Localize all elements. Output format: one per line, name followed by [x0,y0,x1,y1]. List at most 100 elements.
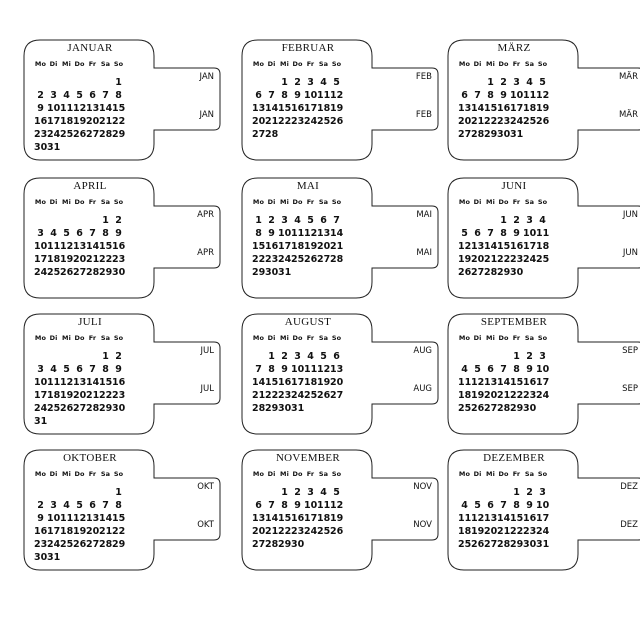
month-title: APRIL [73,180,107,192]
weekday-label: Fr [88,470,97,478]
day-cell: 30 [523,539,537,550]
tab-label-bottom: MAI [416,248,432,258]
day-cell: 9 [513,228,520,239]
weekday-label: Mi [62,334,71,342]
day-cell: 12 [60,241,74,252]
day-cell: 14 [99,513,113,524]
day-cell: 8 [102,228,109,239]
day-cell: 25 [60,129,74,140]
day-cell: 28 [86,267,100,278]
day-cell: 5 [63,228,70,239]
day-cell: 20 [252,116,266,127]
month-card-outline [23,313,221,435]
day-cell: 5 [76,500,83,511]
day-cell: 21 [86,390,100,401]
weekday-label: So [537,60,548,68]
day-cell: 27 [252,539,266,550]
day-cell: 14 [330,228,344,239]
day-cell: 1 [281,487,288,498]
day-cell: 30 [34,552,48,563]
day-cell: 21 [471,116,485,127]
day-cell: 14 [497,513,511,524]
month-card-outline [447,39,640,161]
day-cell: 20 [86,526,100,537]
day-cell: 6 [333,351,340,362]
day-cell: 29 [112,129,126,140]
day-cell: 20 [73,390,87,401]
day-cell: 26 [60,267,74,278]
day-cell: 1 [281,77,288,88]
weekday-label: Do [292,60,303,68]
day-cell: 30 [497,129,511,140]
day-cell: 26 [317,390,331,401]
day-cell: 4 [63,500,70,511]
day-cell: 23 [497,116,511,127]
day-cell: 29 [99,267,113,278]
day-cell: 4 [320,77,327,88]
day-cell: 17 [47,116,61,127]
day-cell: 2 [115,215,122,226]
day-cell: 12 [73,103,87,114]
day-cell: 31 [291,403,305,414]
day-cell: 28 [265,129,279,140]
weekday-label: Sa [100,470,111,478]
day-cell: 15 [252,241,266,252]
tab-label-bottom: APR [197,248,214,258]
day-cell: 1 [115,77,122,88]
day-cell: 1 [513,351,520,362]
day-cell: 20 [484,526,498,537]
day-cell: 7 [268,90,275,101]
day-cell: 23 [523,526,537,537]
day-cell: 21 [252,390,266,401]
month-card-outline [241,449,439,571]
day-cell: 18 [60,116,74,127]
weekday-label: Do [292,470,303,478]
day-cell: 23 [265,254,279,265]
day-cell: 11 [458,513,472,524]
day-cell: 3 [50,500,57,511]
day-cell: 21 [265,526,279,537]
day-cell: 19 [73,526,87,537]
day-cell: 1 [102,351,109,362]
day-cell: 17 [523,241,537,252]
day-cell: 13 [86,513,100,524]
weekday-label: Fr [306,334,315,342]
weekday-label: So [331,334,342,342]
tab-label-top: SEP [622,346,638,356]
day-cell: 26 [471,403,485,414]
month-title: MÄRZ [497,42,531,54]
day-cell: 30 [112,403,126,414]
day-cell: 5 [320,351,327,362]
day-cell: 14 [497,377,511,388]
day-cell: 6 [89,500,96,511]
day-cell: 3 [50,90,57,101]
day-cell: 14 [86,241,100,252]
day-cell: 2 [513,215,520,226]
day-cell: 13 [252,103,266,114]
day-cell: 8 [513,364,520,375]
card-border [447,39,640,161]
day-cell: 15 [497,241,511,252]
weekday-label: Mi [62,198,71,206]
day-cell: 12 [73,513,87,524]
day-cell: 23 [523,390,537,401]
day-cell: 11 [60,513,74,524]
day-cell: 2 [268,215,275,226]
day-cell: 10 [47,513,61,524]
day-cell: 28 [471,129,485,140]
day-cell: 22 [99,390,113,401]
day-cell: 7 [500,364,507,375]
day-cell: 18 [317,513,331,524]
day-cell: 25 [523,116,537,127]
month-title: OKTOBER [63,452,117,464]
day-cell: 4 [50,364,57,375]
weekday-label: Di [267,60,276,68]
tab-label-top: DEZ [620,482,638,492]
day-cell: 10 [536,500,550,511]
weekday-label: Sa [524,60,535,68]
tab-label-bottom: OKT [197,520,214,530]
day-cell: 20 [471,254,485,265]
weekday-label: Do [498,334,509,342]
